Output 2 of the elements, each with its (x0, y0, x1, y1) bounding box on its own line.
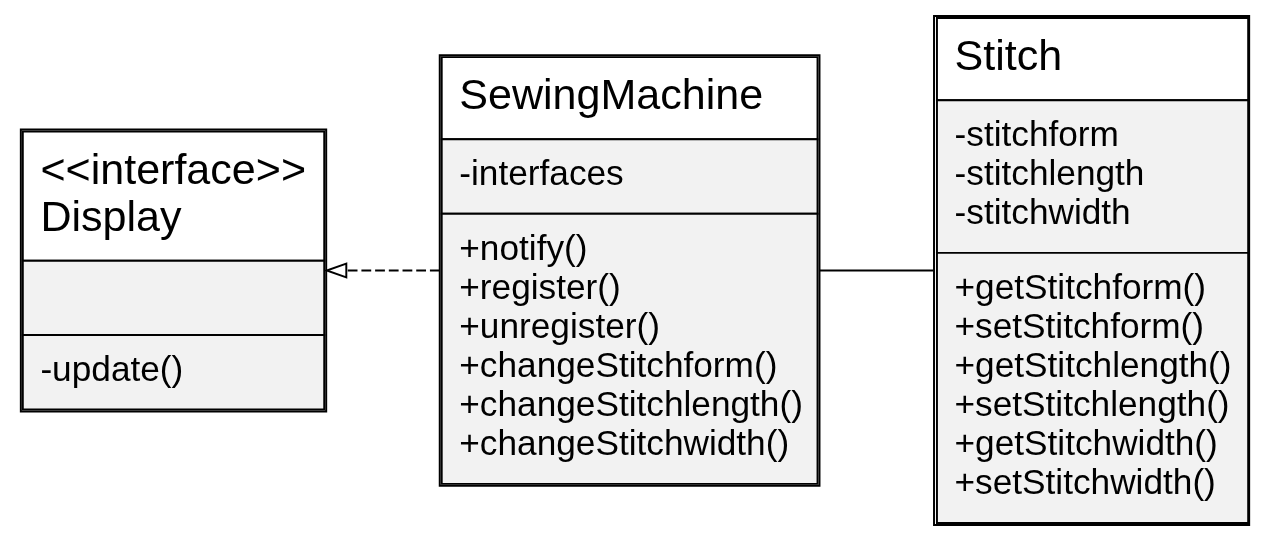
connector (818, 269, 934, 272)
arrow (323, 262, 441, 279)
